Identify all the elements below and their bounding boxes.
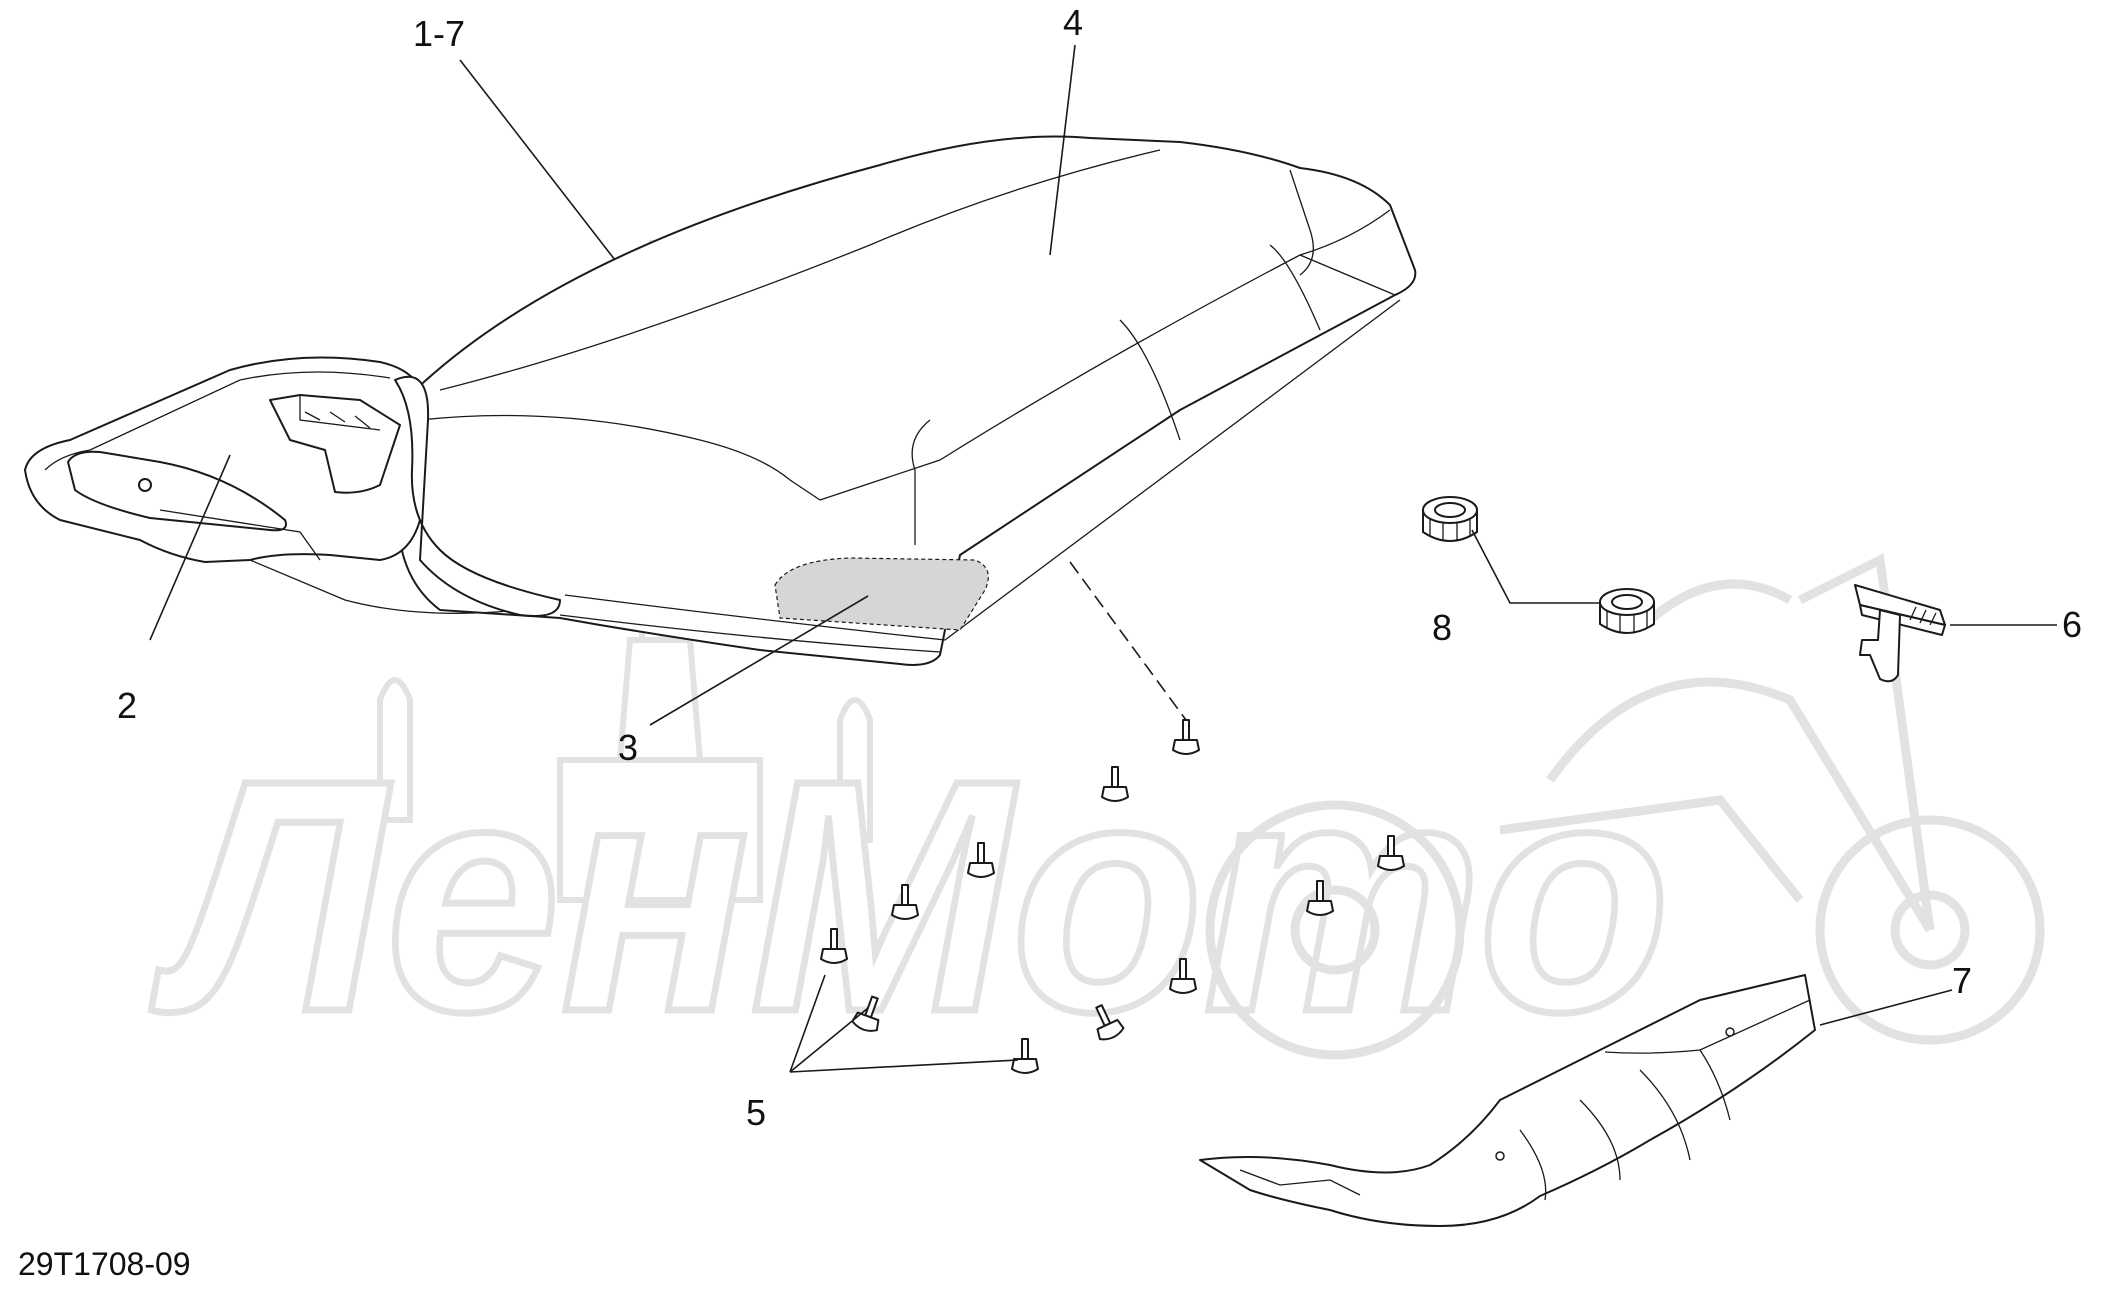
fastener	[1377, 835, 1405, 871]
callout-4: 4	[1063, 2, 1083, 43]
fastener	[1169, 958, 1197, 994]
seat-label-patch	[774, 557, 989, 631]
callout-labels: 1-7 4 2 3 8 6 5 7 29T1708-09	[18, 2, 2082, 1282]
seat-front-wing	[67, 450, 287, 532]
fastener	[967, 842, 995, 878]
fastener	[1095, 1004, 1125, 1041]
seat-assembly	[24, 135, 1417, 666]
callout-5: 5	[746, 1092, 766, 1133]
callout-3: 3	[618, 727, 638, 768]
fastener	[820, 928, 848, 964]
callout-8: 8	[1432, 607, 1452, 648]
fastener-group	[820, 719, 1405, 1074]
watermark-motorcycle-icon	[1205, 553, 2045, 1060]
seat-front-curl	[394, 375, 561, 617]
watermark-text: ЛенМото	[150, 711, 1670, 1080]
fastener	[1306, 880, 1334, 916]
leader-lines	[149, 44, 2057, 1073]
diagram-code: 29T1708-09	[18, 1246, 191, 1282]
seat-cushion	[397, 135, 1417, 666]
callout-1-7: 1-7	[413, 13, 465, 54]
watermark: ЛенМото	[147, 239, 2045, 1084]
grommet	[1599, 588, 1655, 634]
fastener	[891, 884, 919, 920]
grommet-group	[1422, 496, 1655, 634]
latch-clip	[1854, 584, 1946, 683]
callout-7: 7	[1952, 960, 1972, 1001]
callout-2: 2	[117, 685, 137, 726]
under-tray	[1199, 974, 1816, 1227]
fastener	[1172, 719, 1200, 755]
fastener	[1011, 1038, 1039, 1074]
grommet	[1422, 496, 1478, 542]
fastener	[851, 995, 880, 1032]
seat-latch-recess	[269, 394, 401, 494]
fastener	[1101, 766, 1129, 802]
callout-6: 6	[2062, 604, 2082, 645]
